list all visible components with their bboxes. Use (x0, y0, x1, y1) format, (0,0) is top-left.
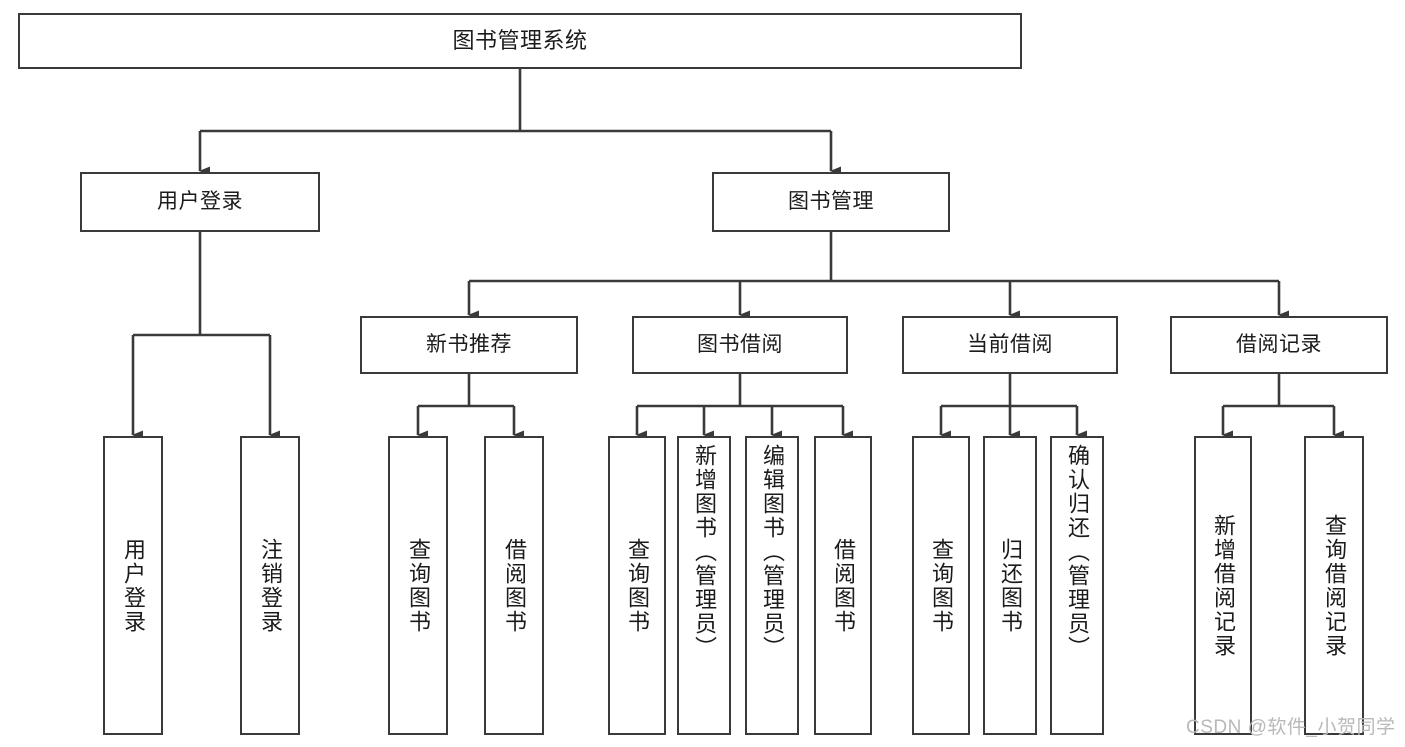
leaf-query-book-current-label: 查询图书 (928, 537, 954, 634)
leaf-add-borrow-record-label: 新增借阅记录 (1210, 513, 1236, 658)
leaf-confirm-return-admin[interactable]: 确认归还（管理员） (1050, 436, 1104, 735)
node-book-borrow-label: 图书借阅 (697, 332, 783, 356)
node-borrow-records[interactable]: 借阅记录 (1170, 316, 1388, 374)
leaf-query-book-current[interactable]: 查询图书 (912, 436, 970, 735)
leaf-borrow-book-recommend-label: 借阅图书 (501, 537, 527, 634)
leaf-logout-label: 注销登录 (257, 537, 283, 634)
leaf-query-book-borrow-label: 查询图书 (624, 537, 650, 634)
node-user-login-label: 用户登录 (157, 189, 243, 213)
node-current-borrow[interactable]: 当前借阅 (902, 316, 1118, 374)
leaf-user-login[interactable]: 用户登录 (103, 436, 163, 735)
node-new-book-recommend[interactable]: 新书推荐 (360, 316, 578, 374)
node-borrow-records-label: 借阅记录 (1236, 332, 1322, 356)
node-root[interactable]: 图书管理系统 (18, 13, 1022, 69)
node-book-borrow[interactable]: 图书借阅 (632, 316, 848, 374)
node-current-borrow-label: 当前借阅 (967, 332, 1053, 356)
leaf-edit-book-admin-label: 编辑图书（管理员） (759, 444, 785, 660)
leaf-return-book[interactable]: 归还图书 (983, 436, 1037, 735)
leaf-query-book-borrow[interactable]: 查询图书 (608, 436, 666, 735)
leaf-add-book-admin[interactable]: 新增图书（管理员） (677, 436, 731, 735)
leaf-confirm-return-admin-label: 确认归还（管理员） (1064, 444, 1090, 660)
leaf-edit-book-admin[interactable]: 编辑图书（管理员） (745, 436, 799, 735)
node-book-management[interactable]: 图书管理 (712, 172, 950, 232)
watermark: CSDN @软件_小贺同学 (1186, 717, 1396, 738)
leaf-user-login-label: 用户登录 (120, 537, 146, 634)
node-user-login[interactable]: 用户登录 (80, 172, 320, 232)
leaf-add-borrow-record[interactable]: 新增借阅记录 (1194, 436, 1252, 735)
leaf-borrow-book[interactable]: 借阅图书 (814, 436, 872, 735)
node-new-book-recommend-label: 新书推荐 (426, 332, 512, 356)
leaf-add-book-admin-label: 新增图书（管理员） (691, 444, 717, 660)
leaf-logout[interactable]: 注销登录 (240, 436, 300, 735)
leaf-borrow-book-label: 借阅图书 (830, 537, 856, 634)
node-book-management-label: 图书管理 (788, 189, 874, 213)
leaf-query-book-recommend[interactable]: 查询图书 (388, 436, 448, 735)
leaf-query-book-recommend-label: 查询图书 (405, 537, 431, 634)
node-root-label: 图书管理系统 (452, 28, 588, 54)
leaf-borrow-book-recommend[interactable]: 借阅图书 (484, 436, 544, 735)
leaf-return-book-label: 归还图书 (997, 537, 1023, 634)
leaf-query-borrow-record-label: 查询借阅记录 (1321, 513, 1347, 658)
leaf-query-borrow-record[interactable]: 查询借阅记录 (1304, 436, 1364, 735)
